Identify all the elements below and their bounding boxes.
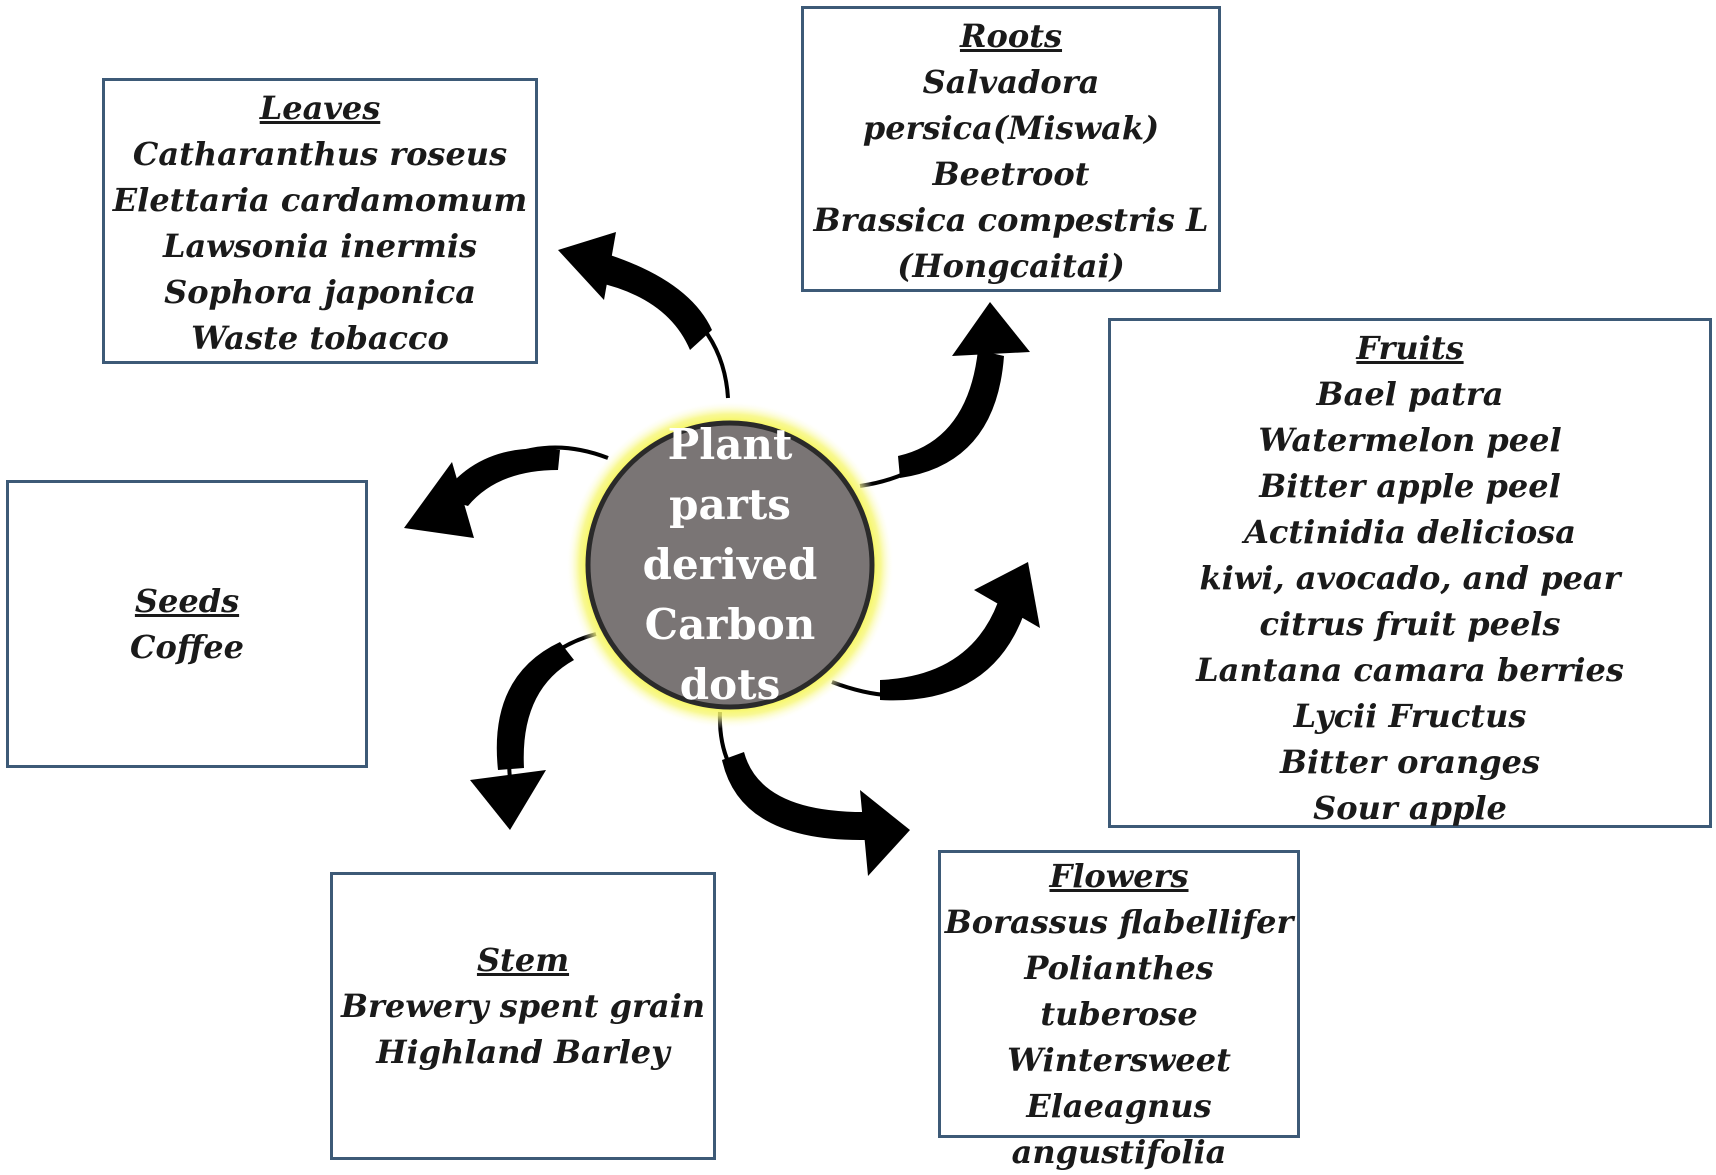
- fruits-item: Bitter oranges: [1279, 743, 1541, 781]
- fruits-item: Watermelon peel: [1258, 421, 1562, 459]
- hub-line: Carbon: [644, 600, 816, 649]
- flowers-heading: Flowers: [1049, 857, 1189, 895]
- hub-line: Plant: [667, 420, 793, 469]
- roots-item: Beetroot: [932, 155, 1090, 193]
- fruits-item: Bitter apple peel: [1259, 467, 1561, 505]
- roots-heading: Roots: [959, 17, 1063, 55]
- seeds-heading: Seeds: [134, 582, 240, 620]
- flowers-item: Elaeagnus: [1026, 1087, 1212, 1125]
- leaves-item: Sophora japonica: [164, 273, 476, 311]
- seeds-box: Seeds Coffee: [6, 480, 368, 768]
- leaves-item: Waste tobacco: [191, 319, 449, 357]
- fruits-box: Fruits Bael patra Watermelon peel Bitter…: [1108, 318, 1712, 828]
- hub-circle: [585, 420, 875, 710]
- arrow-to-roots: [859, 302, 1030, 488]
- leaves-item: Lawsonia inermis: [162, 227, 478, 265]
- stem-item: Brewery spent grain: [340, 987, 706, 1025]
- fruits-item: Lycii Fructus: [1293, 697, 1527, 735]
- leaves-item: Catharanthus roseus: [132, 135, 508, 173]
- flowers-box: Flowers Borassus flabellifer Polianthes …: [938, 850, 1300, 1171]
- fruits-heading: Fruits: [1356, 329, 1464, 367]
- arrow-to-flowers: [717, 711, 910, 876]
- hub-label: Plant parts derived Carbon dots: [588, 415, 872, 715]
- fruits-item: citrus fruit peels: [1259, 605, 1561, 643]
- seeds-item: Coffee: [130, 628, 244, 666]
- flowers-item: angustifolia: [1011, 1133, 1227, 1171]
- fruits-item: Bael patra: [1316, 375, 1504, 413]
- arrow-to-stem: [470, 632, 597, 830]
- arrow-to-fruits: [831, 562, 1040, 701]
- roots-item: Salvadora: [922, 63, 1100, 101]
- roots-item: (Hongcaitai): [897, 247, 1125, 285]
- fruits-item: Actinidia deliciosa: [1244, 513, 1576, 551]
- hub-line: derived: [642, 540, 818, 589]
- hub-line: parts: [669, 480, 791, 529]
- roots-item: Brassica compestris L: [813, 201, 1209, 239]
- flowers-item: Wintersweet: [1007, 1041, 1231, 1079]
- roots-box: Roots Salvadora persica(Miswak) Beetroot…: [801, 6, 1221, 292]
- leaves-box: Leaves Catharanthus roseus Elettaria car…: [102, 78, 538, 364]
- stem-box: Stem Brewery spent grain Highland Barley: [330, 872, 716, 1160]
- arrow-to-seeds: [404, 445, 609, 538]
- leaves-item: Elettaria cardamomum: [112, 181, 528, 219]
- roots-item: persica(Miswak): [862, 109, 1160, 147]
- arrow-to-leaves: [558, 232, 730, 399]
- leaves-heading: Leaves: [259, 89, 381, 127]
- flowers-item: Borassus flabellifer: [944, 903, 1294, 941]
- flowers-item: Polianthes tuberose: [1024, 949, 1214, 1033]
- fruits-item: Lantana camara berries: [1196, 651, 1624, 689]
- fruits-item: Sour apple: [1313, 789, 1507, 827]
- stem-item: Highland Barley: [376, 1033, 670, 1071]
- stem-heading: Stem: [476, 941, 570, 979]
- hub-line: dots: [679, 660, 781, 709]
- fruits-item: kiwi, avocado, and pear: [1199, 559, 1621, 597]
